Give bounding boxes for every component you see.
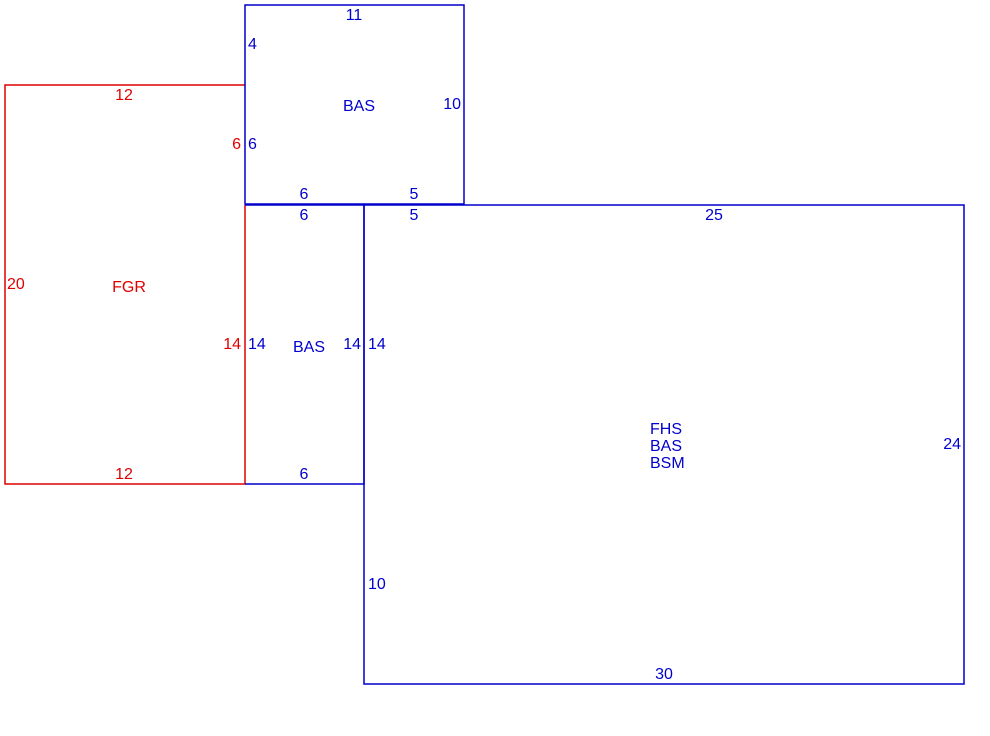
dim-bas-upper-top: 11 [346, 7, 363, 24]
main-outline [363, 204, 965, 685]
bas-upper-code: BAS [343, 98, 375, 115]
main-code-1: FHS [650, 421, 682, 438]
bas-middle-code: BAS [293, 339, 325, 356]
fgr-area [4, 84, 246, 485]
dim-fgr-left: 20 [7, 276, 25, 293]
fgr-code: FGR [112, 279, 146, 296]
dim-fgr-right-upper: 6 [232, 136, 241, 153]
dim-main-right: 24 [943, 436, 961, 453]
dim-fgr-bottom: 12 [115, 466, 133, 483]
dim-fgr-right-lower: 14 [223, 336, 241, 353]
dim-main-top: 25 [705, 207, 723, 224]
main-code-2: BAS [650, 438, 682, 455]
dim-bas-upper-bottom-right: 5 [410, 186, 419, 203]
bas-upper-area [244, 4, 465, 205]
living-labels: BAS 11 4 6 10 6 5 BAS 6 6 14 14 FHS BAS … [248, 7, 961, 683]
dim-bas-upper-left-top: 4 [248, 36, 257, 53]
dim-fgr-top: 12 [115, 87, 133, 104]
dim-bas-middle-bottom: 6 [300, 466, 309, 483]
dim-main-bottom: 30 [655, 666, 673, 683]
dim-main-left-upper: 14 [368, 336, 386, 353]
dim-bas-middle-left: 14 [248, 336, 266, 353]
main-area [363, 204, 965, 685]
fgr-labels: FGR 12 12 20 6 14 [7, 87, 241, 483]
dim-bas-upper-left-bottom: 6 [248, 136, 257, 153]
dim-main-left-lower: 10 [368, 576, 386, 593]
main-code-3: BSM [650, 455, 685, 472]
dim-bas-upper-bottom-left: 6 [300, 186, 309, 203]
dim-bas-middle-right: 14 [343, 336, 361, 353]
dim-bas-upper-right: 10 [443, 96, 461, 113]
bas-upper-outline [244, 4, 465, 205]
fgr-outline [4, 84, 246, 485]
dim-bas-middle-top: 6 [300, 207, 309, 224]
dim-main-top-left: 5 [410, 207, 419, 224]
